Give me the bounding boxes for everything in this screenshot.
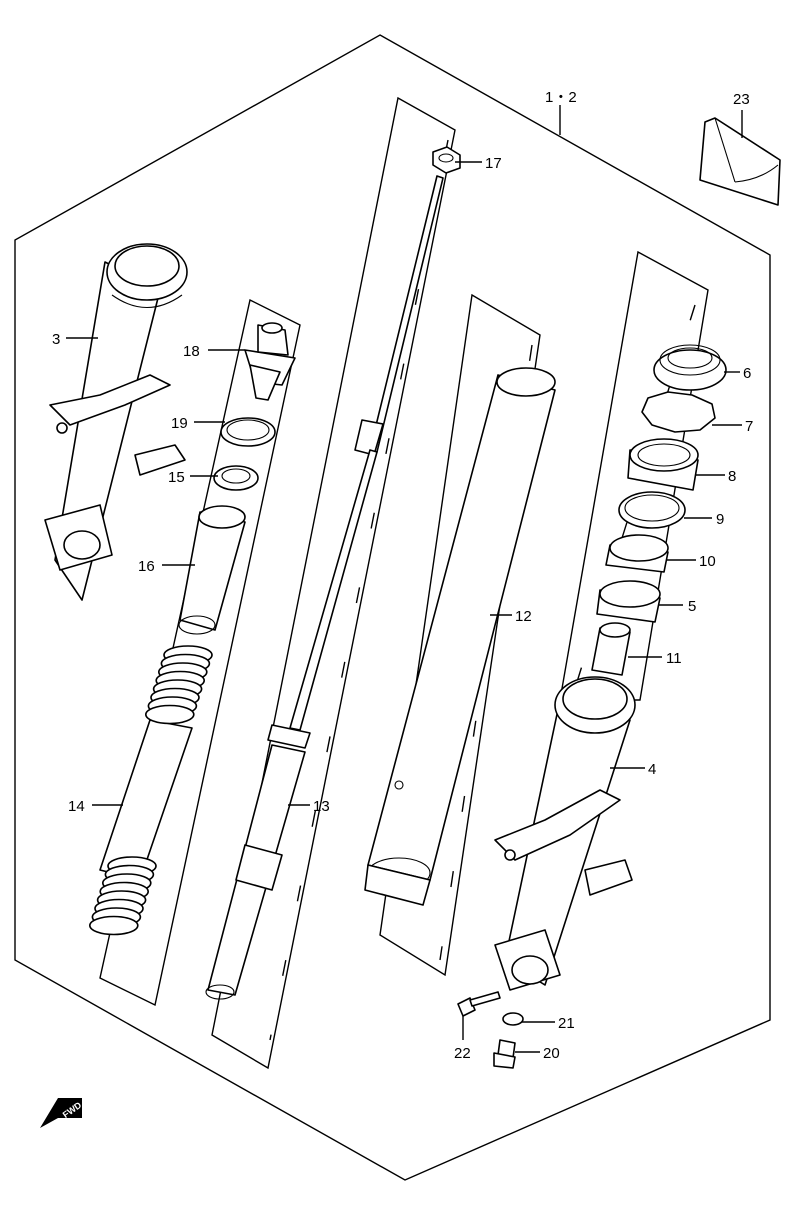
callout-21: 21 bbox=[558, 1015, 575, 1032]
callout-13: 13 bbox=[313, 798, 330, 815]
spring-coil bbox=[89, 915, 139, 936]
inner-tube-part bbox=[364, 367, 556, 906]
callout-22: 22 bbox=[454, 1045, 471, 1062]
callout-1-2: 1・2 bbox=[545, 89, 577, 106]
callout-18: 18 bbox=[183, 343, 200, 360]
outer-tube-right-part bbox=[494, 676, 636, 991]
lock-nut-part bbox=[432, 146, 461, 174]
stopper-ring-part bbox=[641, 391, 716, 433]
cap-bolt-part bbox=[244, 322, 296, 401]
drain-bolt-part bbox=[493, 1039, 516, 1069]
outer-tube-left-part bbox=[44, 243, 188, 601]
callout-9: 9 bbox=[716, 511, 724, 528]
callout-7: 7 bbox=[745, 418, 753, 435]
callout-17: 17 bbox=[485, 155, 502, 172]
damper-rod-part bbox=[205, 175, 444, 1000]
forward-arrow-icon bbox=[40, 1098, 82, 1128]
callout-3: 3 bbox=[52, 331, 60, 348]
fork-spring-part bbox=[89, 645, 213, 936]
callout-20: 20 bbox=[543, 1045, 560, 1062]
guide-metal-part bbox=[605, 534, 669, 573]
callout-11: 11 bbox=[666, 650, 682, 667]
leader-lines bbox=[66, 105, 743, 1053]
panel-outer-tube bbox=[559, 250, 709, 701]
bolt-part bbox=[457, 991, 501, 1017]
retainer-ring-part bbox=[213, 465, 259, 491]
forward-direction-badge: FWD bbox=[40, 1098, 84, 1128]
callout-5: 5 bbox=[688, 598, 696, 615]
callout-6: 6 bbox=[743, 365, 751, 382]
assembly-boundary bbox=[14, 34, 771, 1181]
slide-metal-part bbox=[596, 580, 661, 623]
callout-8: 8 bbox=[728, 468, 736, 485]
callout-19: 19 bbox=[171, 415, 188, 432]
guard-sleeve-part bbox=[699, 117, 781, 206]
callout-16: 16 bbox=[138, 558, 155, 575]
dust-seal-part bbox=[653, 344, 727, 391]
callout-14: 14 bbox=[68, 798, 85, 815]
callout-4: 4 bbox=[648, 761, 656, 778]
gasket-part bbox=[502, 1012, 524, 1026]
spring-coil bbox=[145, 704, 195, 725]
callout-15: 15 bbox=[168, 469, 185, 486]
oil-seal-part bbox=[627, 438, 699, 491]
o-ring-part bbox=[220, 417, 276, 447]
callout-10: 10 bbox=[699, 553, 716, 570]
callout-23: 23 bbox=[733, 91, 750, 108]
seal-washer-part bbox=[618, 491, 686, 529]
callout-12: 12 bbox=[515, 608, 532, 625]
spacer-part bbox=[178, 505, 246, 635]
oil-lock-piece-part bbox=[591, 622, 631, 676]
panel-damper-rod bbox=[211, 96, 456, 1070]
